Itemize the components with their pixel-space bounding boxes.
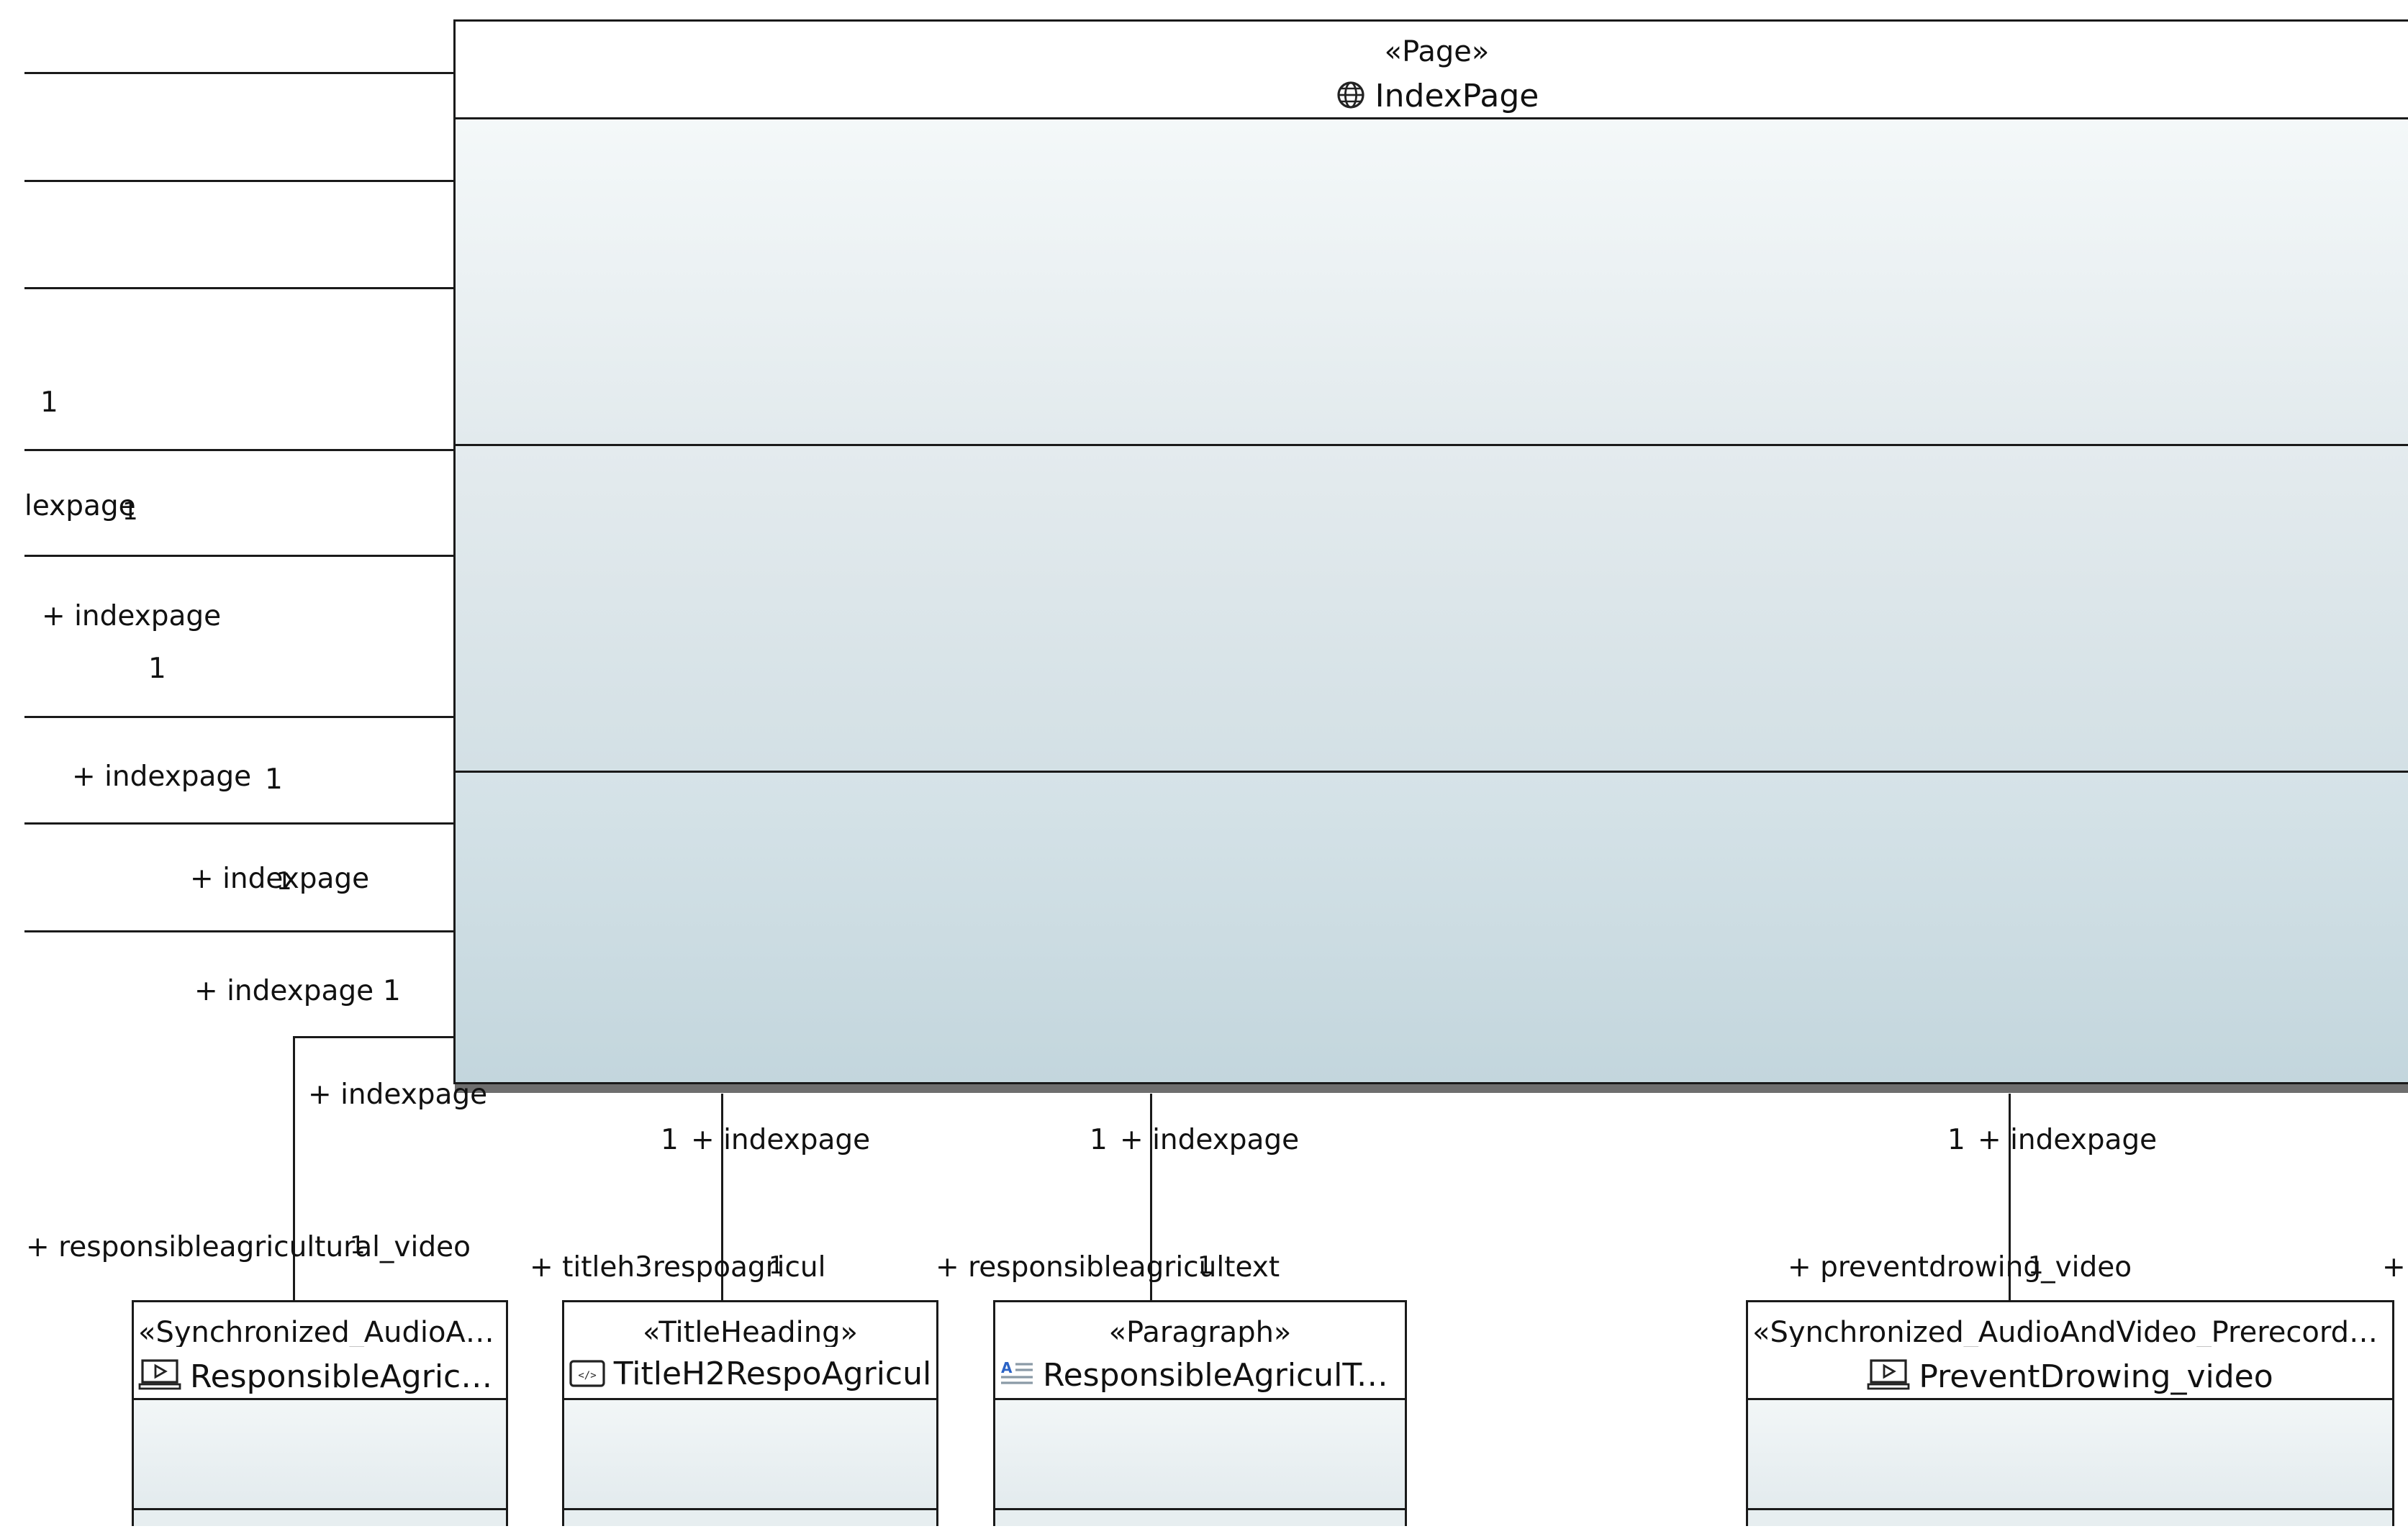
multiplicity-label: 1 bbox=[148, 653, 166, 685]
paragraph-icon: A bbox=[1000, 1358, 1034, 1396]
multiplicity-label: 1 bbox=[122, 497, 138, 526]
class-prevent-drowing-video[interactable]: «Synchronized_AudioAndVideo_Prerecorde..… bbox=[1746, 1300, 2394, 1539]
role-label: + indexpage bbox=[194, 975, 374, 1007]
class-header: «Synchronized_AudioAndVideo_Prerecorde..… bbox=[1748, 1302, 2392, 1400]
class-name-row: PreventDrowing_video bbox=[1748, 1358, 2392, 1397]
role-label: + responsibleagricultext bbox=[936, 1251, 1280, 1284]
role-label: + indexpage bbox=[1120, 1124, 1300, 1156]
association-line-paragraph[interactable] bbox=[1150, 1094, 1152, 1300]
role-label: + preventdrowing_video bbox=[1788, 1251, 2132, 1284]
multiplicity-label: 1 bbox=[1198, 1251, 1213, 1280]
association-line-prevent-video[interactable] bbox=[2009, 1094, 2011, 1300]
video-icon bbox=[138, 1358, 181, 1397]
role-label: + indexpage bbox=[190, 863, 370, 895]
role-label: + responsibleagricultural_video bbox=[26, 1231, 471, 1263]
association-line-left-7[interactable] bbox=[24, 822, 453, 825]
role-label: + indexpage bbox=[1978, 1124, 2158, 1156]
class-name-row: IndexPage bbox=[456, 79, 2408, 117]
multiplicity-label: 1 bbox=[276, 867, 292, 896]
class-stereotype: «Synchronized_AudioAn... bbox=[138, 1318, 506, 1347]
class-header: «Paragraph» A ResponsibleAgriculText bbox=[995, 1302, 1405, 1400]
class-name: PreventDrowing_video bbox=[1919, 1358, 2273, 1395]
class-name: ResponsibleAgriculText bbox=[1043, 1358, 1405, 1394]
class-responsible-agricultural-video[interactable]: «Synchronized_AudioAn... ResponsibleAgri… bbox=[132, 1300, 508, 1539]
class-responsible-agricul-text[interactable]: «Paragraph» A ResponsibleAgriculText bbox=[993, 1300, 1407, 1539]
role-label: lexpage bbox=[24, 490, 136, 522]
edge-label: + bbox=[2382, 1251, 2406, 1284]
multiplicity-label: 1 bbox=[350, 1231, 366, 1260]
multiplicity-label: 1 bbox=[769, 1251, 784, 1280]
association-line-left-1[interactable] bbox=[24, 72, 453, 74]
canvas-bottom-edge bbox=[0, 1526, 2408, 1539]
attributes-compartment[interactable] bbox=[134, 1400, 506, 1510]
class-header: «Page» IndexPage bbox=[456, 22, 2408, 119]
class-stereotype: «TitleHeading» bbox=[643, 1318, 858, 1347]
video-icon bbox=[1867, 1358, 1910, 1397]
class-title-h2-respo-agricul[interactable]: «TitleHeading» </> TitleH2RespoAgricul bbox=[562, 1300, 938, 1539]
association-line-left-4[interactable] bbox=[24, 449, 453, 451]
attributes-compartment[interactable] bbox=[564, 1400, 936, 1510]
role-label: + indexpage bbox=[308, 1079, 488, 1111]
role-label: + titleh3respoagricul bbox=[530, 1251, 826, 1284]
role-label: + indexpage bbox=[72, 761, 252, 793]
class-name-row: ResponsibleAgricul... bbox=[134, 1358, 506, 1397]
operations-compartment[interactable] bbox=[456, 446, 2408, 773]
class-stereotype: «Paragraph» bbox=[1108, 1318, 1292, 1347]
class-index-page[interactable]: «Page» IndexPage bbox=[453, 19, 2408, 1084]
multiplicity-label: 1 bbox=[1947, 1124, 1965, 1156]
association-line-left-2[interactable] bbox=[24, 180, 453, 182]
class-stereotype: «Synchronized_AudioAndVideo_Prerecorde..… bbox=[1752, 1318, 2392, 1347]
class-stereotype: «Page» bbox=[1384, 35, 1490, 68]
multiplicity-label: 1 bbox=[383, 975, 401, 1007]
role-label: + indexpage bbox=[42, 600, 222, 632]
attributes-compartment[interactable] bbox=[1748, 1400, 2392, 1510]
association-line-left-8[interactable] bbox=[24, 930, 453, 932]
svg-text:A: A bbox=[1001, 1359, 1013, 1376]
attributes-compartment[interactable] bbox=[995, 1400, 1405, 1510]
class-name-row: </> TitleH2RespoAgricul bbox=[564, 1358, 936, 1394]
svg-text:</>: </> bbox=[578, 1370, 596, 1381]
html-tag-icon: </> bbox=[569, 1358, 605, 1394]
association-line-elbow-horizontal[interactable] bbox=[293, 1036, 453, 1038]
role-label: + indexpage bbox=[691, 1124, 871, 1156]
class-name-row: A ResponsibleAgriculText bbox=[995, 1358, 1405, 1396]
association-line-title[interactable] bbox=[721, 1094, 723, 1300]
class-name: IndexPage bbox=[1375, 78, 1539, 114]
association-line-left-6[interactable] bbox=[24, 716, 453, 718]
attributes-compartment[interactable] bbox=[456, 119, 2408, 446]
multiplicity-label: 1 bbox=[40, 386, 58, 419]
multiplicity-label: 1 bbox=[1090, 1124, 1108, 1156]
globe-icon bbox=[1335, 79, 1367, 117]
class-header: «TitleHeading» </> TitleH2RespoAgricul bbox=[564, 1302, 936, 1400]
extra-compartment[interactable] bbox=[456, 773, 2408, 1082]
class-header: «Synchronized_AudioAn... ResponsibleAgri… bbox=[134, 1302, 506, 1400]
class-name: ResponsibleAgricul... bbox=[190, 1358, 506, 1395]
association-line-left-5[interactable] bbox=[24, 555, 453, 557]
association-line-elbow-vertical[interactable] bbox=[293, 1036, 295, 1300]
multiplicity-label: 1 bbox=[661, 1124, 679, 1156]
association-line-left-3[interactable] bbox=[24, 287, 453, 289]
multiplicity-label: 1 bbox=[2028, 1251, 2044, 1280]
class-name: TitleH2RespoAgricul bbox=[613, 1358, 932, 1392]
multiplicity-label: 1 bbox=[265, 763, 283, 796]
